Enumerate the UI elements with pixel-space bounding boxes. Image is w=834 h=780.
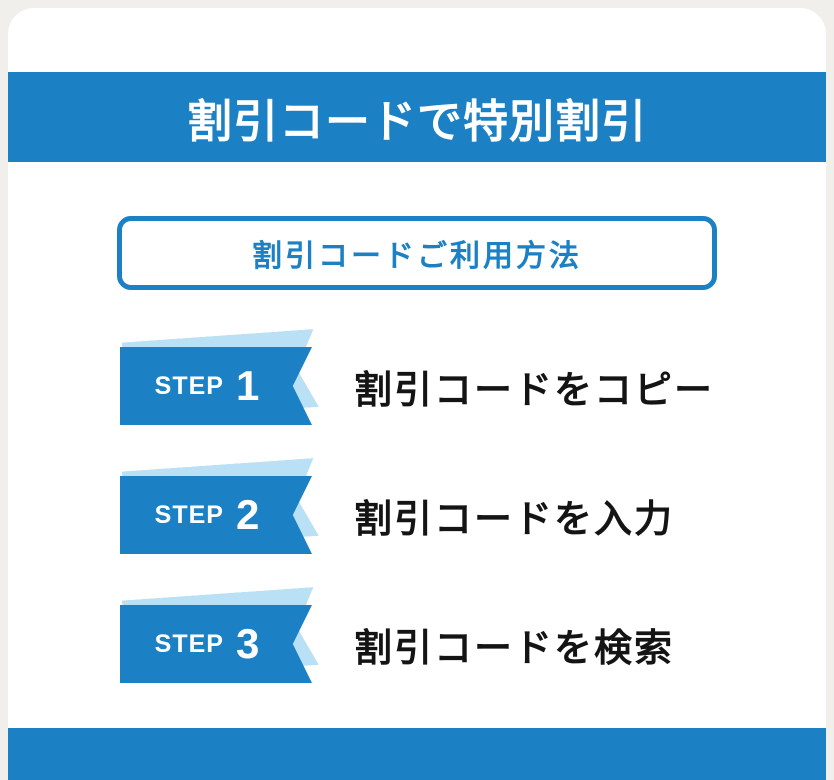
step-3-number: 3: [235, 620, 260, 667]
step-2-label: STEP: [154, 500, 224, 529]
step-2-ribbon: STEP 2: [120, 476, 312, 554]
step-2-ribbon-front: STEP 2: [120, 476, 312, 554]
header-banner: 割引コードで特別割引: [8, 72, 826, 162]
usage-method-box: 割引コードご利用方法: [117, 216, 717, 290]
step-2-number: 2: [235, 491, 260, 538]
step-1-number: 1: [235, 362, 260, 409]
step-row-1: STEP 1 割引コードをコピー: [120, 346, 826, 426]
step-3-label: STEP: [154, 629, 224, 658]
step-2-description: 割引コードを入力: [354, 498, 675, 541]
step-1-ribbon-front: STEP 1: [120, 347, 312, 425]
step-row-3: STEP 3 割引コードを検索: [120, 604, 826, 684]
step-3-description: 割引コードを検索: [354, 627, 675, 670]
footer-banner: [8, 728, 826, 780]
promo-card: 割引コードで特別割引 割引コードご利用方法 STEP 1 割引コードをコピー S…: [8, 8, 826, 780]
step-1-label: STEP: [154, 371, 224, 400]
page-title: 割引コードで特別割引: [186, 95, 647, 147]
step-3-ribbon: STEP 3: [120, 605, 312, 683]
step-1-ribbon: STEP 1: [120, 347, 312, 425]
step-1-description: 割引コードをコピー: [354, 369, 715, 412]
step-row-2: STEP 2 割引コードを入力: [120, 475, 826, 555]
step-3-ribbon-front: STEP 3: [120, 605, 312, 683]
usage-method-title: 割引コードご利用方法: [252, 240, 582, 273]
steps-list: STEP 1 割引コードをコピー STEP 2 割引コードを入力 STEP: [120, 346, 826, 684]
